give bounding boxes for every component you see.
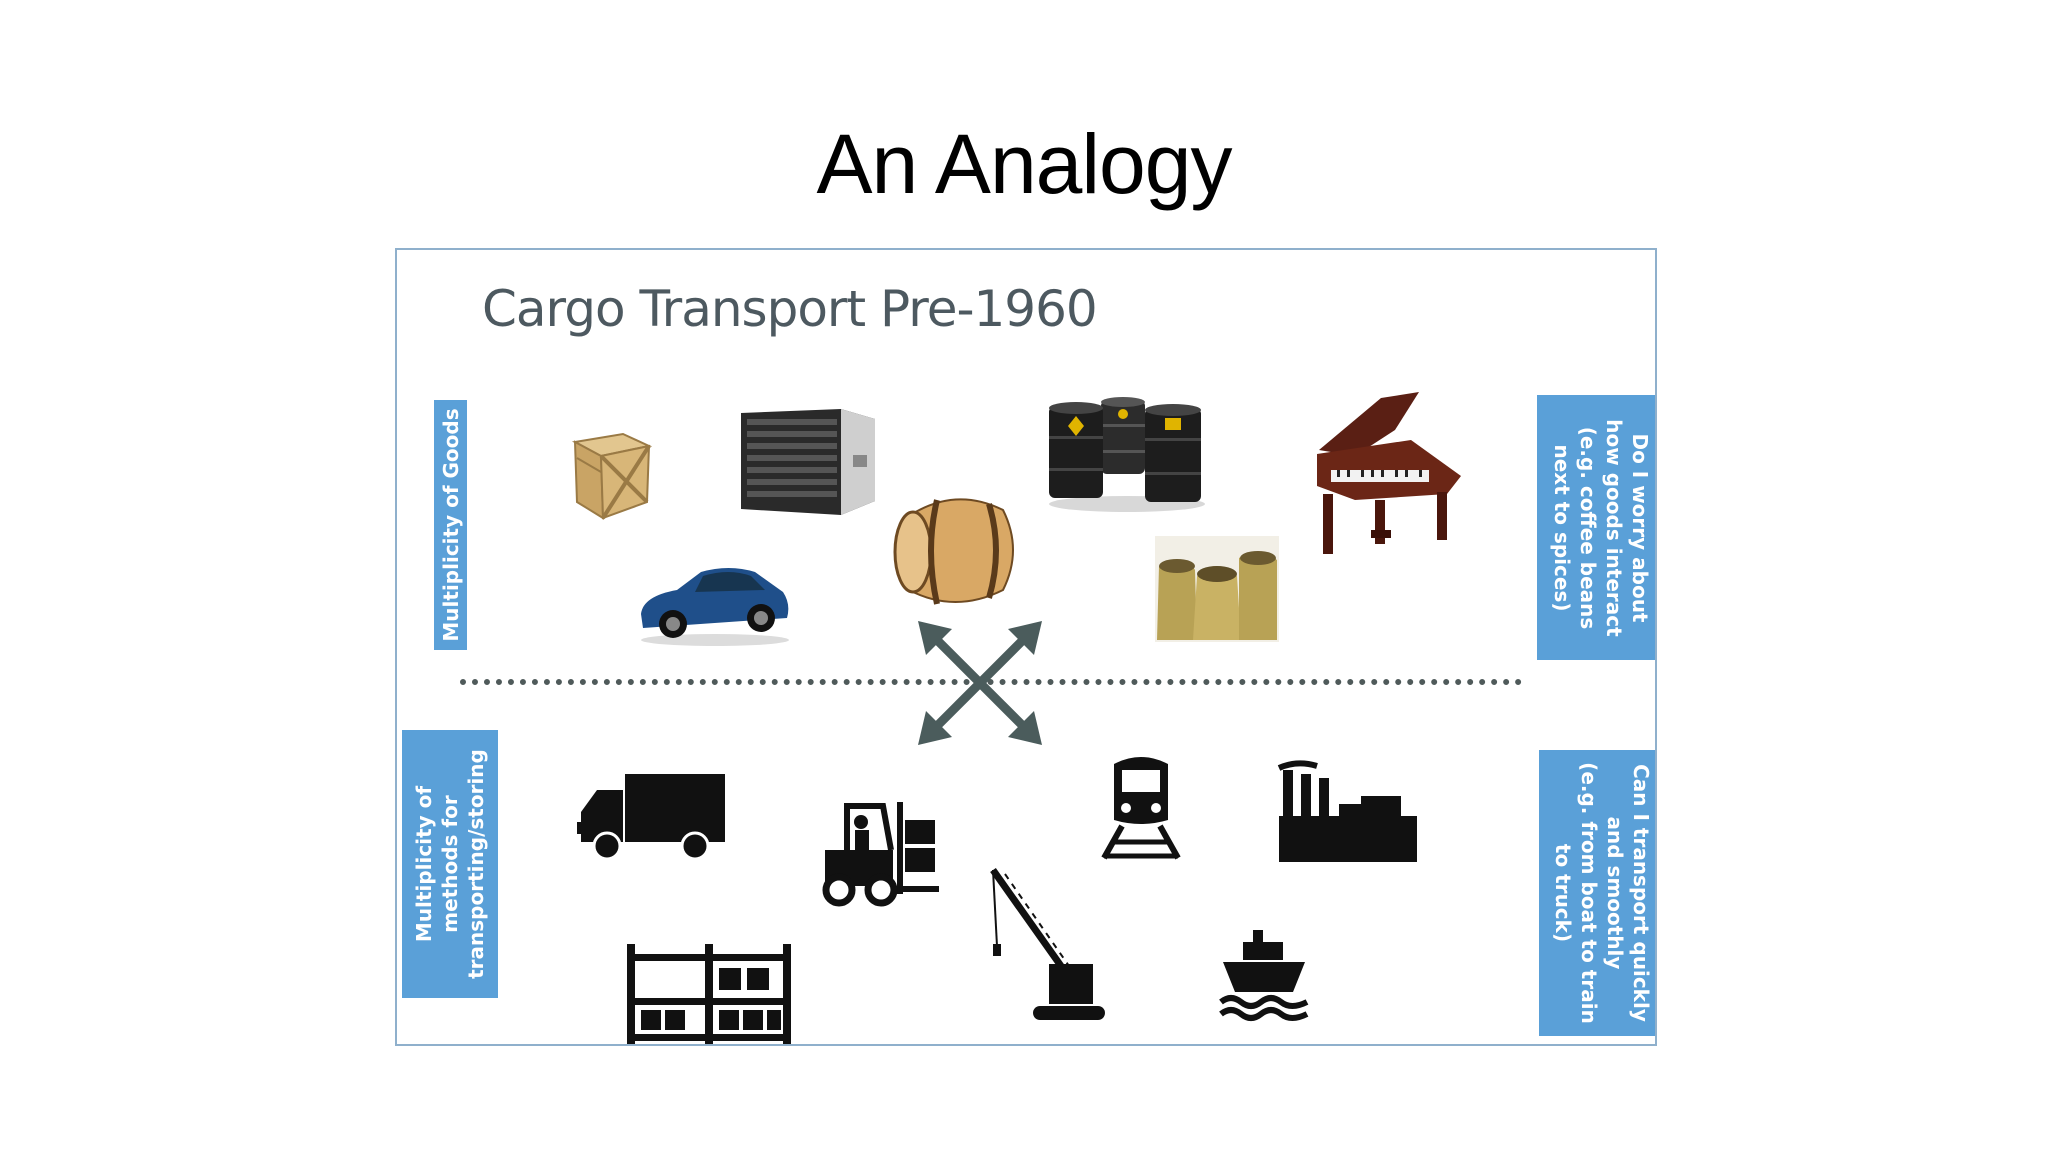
wooden-crate-icon — [571, 432, 653, 520]
server-rack-icon — [741, 409, 875, 515]
figure-heading: Cargo Transport Pre-1960 — [482, 280, 1098, 338]
transport-label: Can I transport quickly and smoothly (e.… — [1551, 762, 1653, 1024]
slide-title: An Analogy — [816, 117, 1232, 211]
grain-sacks-icon — [1155, 536, 1279, 642]
methods-label-box: Multiplicity of methods for transporting… — [402, 730, 498, 998]
crossed-arrows-icon — [918, 621, 1042, 745]
interaction-label-box: Do I worry about how goods interact (e.g… — [1537, 395, 1655, 660]
cargo-transport-figure: Cargo Transport Pre-1960 Multiplicity of… — [395, 248, 1657, 1046]
wooden-barrel-icon — [893, 498, 1014, 605]
forklift-icon — [822, 802, 939, 907]
train-icon — [1101, 757, 1181, 860]
goods-label: Multiplicity of Goods — [438, 408, 463, 642]
ship-icon — [1219, 930, 1309, 1021]
goods-label-box: Multiplicity of Goods — [434, 400, 467, 650]
factory-icon — [1277, 760, 1417, 862]
dotted-divider — [460, 679, 1522, 685]
methods-label: Multiplicity of methods for transporting… — [412, 749, 488, 979]
interaction-label: Do I worry about how goods interact (e.g… — [1549, 418, 1652, 637]
truck-icon — [577, 774, 725, 861]
grand-piano-icon — [1317, 392, 1461, 554]
crane-icon — [990, 867, 1105, 1020]
oil-barrels-icon — [1049, 397, 1205, 512]
transport-label-box: Can I transport quickly and smoothly (e.… — [1539, 750, 1655, 1036]
warehouse-rack-icon — [627, 944, 791, 1044]
sports-car-icon — [641, 568, 789, 646]
